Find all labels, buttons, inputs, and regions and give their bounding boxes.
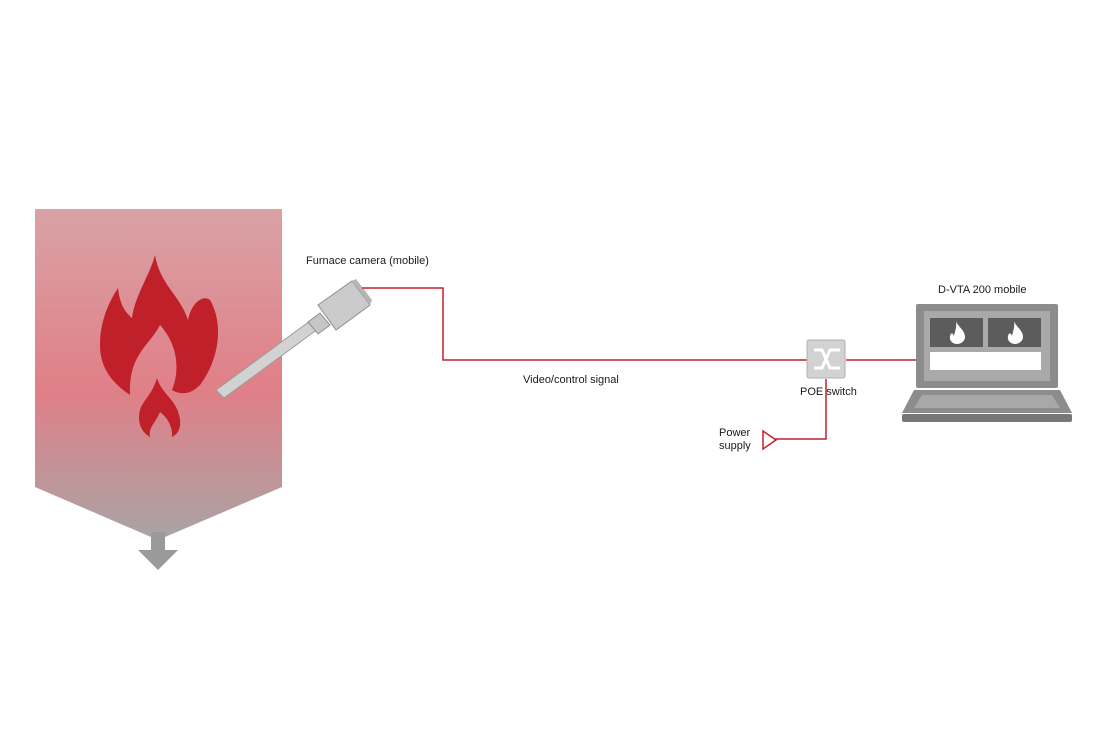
switch-label: POE switch xyxy=(800,386,857,398)
laptop-label: D-VTA 200 mobile xyxy=(938,284,1027,296)
camera-label: Furnace camera (mobile) xyxy=(306,255,429,267)
power-plug-icon xyxy=(762,429,778,451)
power-label: Power supply xyxy=(719,427,751,452)
flame-icon xyxy=(100,255,219,437)
signal-line xyxy=(362,287,808,361)
laptop-icon xyxy=(902,304,1072,422)
power-line xyxy=(775,379,827,440)
furnace xyxy=(35,209,282,540)
camera-icon xyxy=(215,279,372,399)
down-arrow-icon xyxy=(138,532,178,570)
switch-icon xyxy=(806,339,846,379)
signal-label: Video/control signal xyxy=(523,374,619,386)
